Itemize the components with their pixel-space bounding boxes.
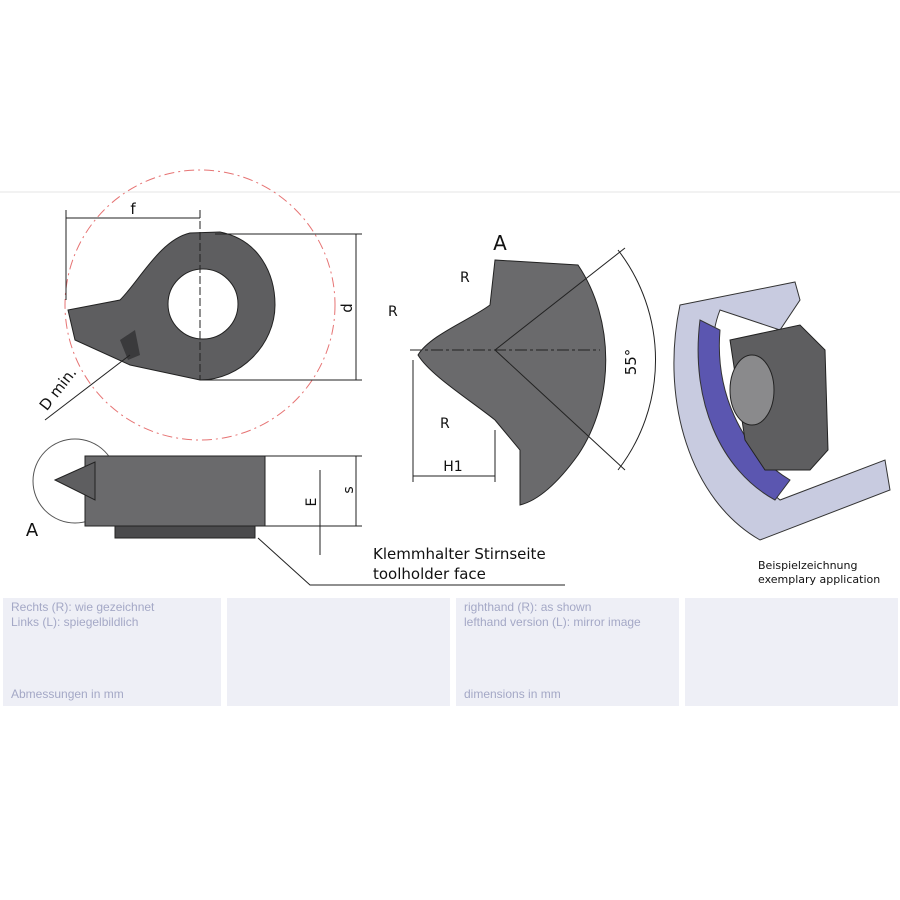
radius-label-bottom: R bbox=[440, 416, 450, 432]
note-de-line2: Links (L): spiegelbildlich bbox=[11, 615, 139, 629]
detail-a-view: A R R R 55° H1 bbox=[388, 231, 657, 506]
notes-box-german: Rechts (R): wie gezeichnet Links (L): sp… bbox=[3, 598, 221, 706]
example-label-en: exemplary application bbox=[758, 573, 880, 586]
clamp-face-label-en: toolholder face bbox=[373, 565, 486, 583]
notes-box-empty-2 bbox=[685, 598, 898, 706]
note-de-units: Abmessungen in mm bbox=[11, 687, 124, 701]
angle-label: 55° bbox=[622, 349, 640, 376]
detail-a-label: A bbox=[493, 231, 507, 255]
application-illustration: Beispielzeichnung exemplary application bbox=[673, 281, 891, 586]
insert-top-view: f d D min. bbox=[36, 169, 362, 441]
notes-box-english: righthand (R): as shown lefthand version… bbox=[456, 598, 679, 706]
example-label-de: Beispielzeichnung bbox=[758, 559, 857, 572]
dim-f-label: f bbox=[130, 200, 136, 218]
dim-h1-label: H1 bbox=[443, 459, 462, 475]
notes-box-empty-1 bbox=[227, 598, 450, 706]
dim-d-label: d bbox=[338, 303, 356, 313]
radius-label-tip: R bbox=[388, 304, 398, 320]
note-de-line1: Rechts (R): wie gezeichnet bbox=[11, 600, 155, 614]
insert-side-view: A E s Klemmhalter Stirnseite toolholder … bbox=[26, 438, 565, 586]
radius-label-top: R bbox=[460, 270, 470, 286]
note-en-line2: lefthand version (L): mirror image bbox=[464, 615, 641, 629]
dim-e-label: E bbox=[304, 498, 320, 507]
dim-s-label: s bbox=[341, 486, 357, 493]
clamp-face-label-de: Klemmhalter Stirnseite bbox=[373, 545, 546, 563]
note-en-units: dimensions in mm bbox=[464, 687, 561, 701]
view-a-label: A bbox=[26, 520, 39, 541]
note-en-line1: righthand (R): as shown bbox=[464, 600, 592, 614]
dim-dmin-label: D min. bbox=[36, 364, 81, 414]
